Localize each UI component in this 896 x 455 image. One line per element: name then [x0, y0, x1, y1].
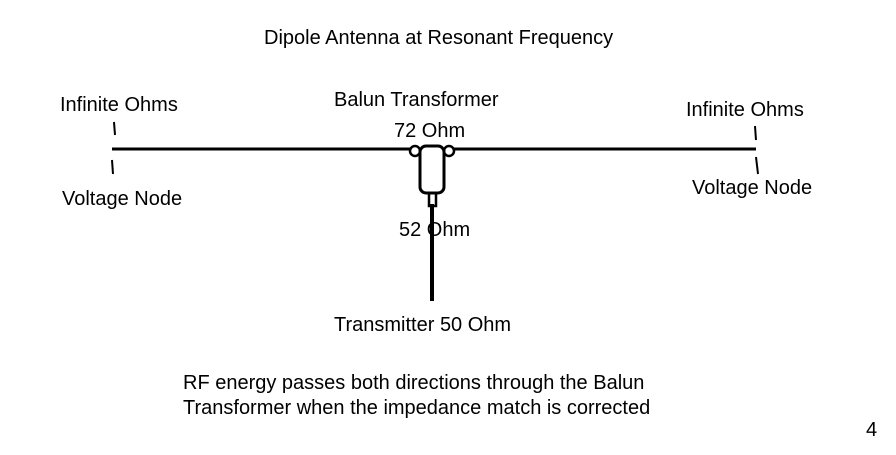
diagram-title: Dipole Antenna at Resonant Frequency — [264, 27, 614, 49]
transmitter-label: Transmitter 50 Ohm — [334, 314, 512, 336]
right-tick-top — [754, 125, 757, 141]
page-number: 4 — [866, 419, 878, 441]
balun-box — [418, 144, 446, 195]
right-tick-bottom — [755, 156, 759, 175]
left-tick-top — [113, 121, 116, 136]
right-impedance-label: Infinite Ohms — [686, 99, 804, 121]
left-node-label: Voltage Node — [62, 188, 183, 210]
left-impedance-label: Infinite Ohms — [60, 94, 178, 116]
antenna-impedance-label: 72 Ohm — [394, 120, 466, 142]
right-node-label: Voltage Node — [692, 177, 813, 199]
caption-line-2: Transformer when the impedance match is … — [183, 397, 651, 419]
caption-line-1: RF energy passes both directions through… — [183, 372, 645, 394]
feed-impedance-label: 52 Ohm — [399, 219, 471, 241]
balun-label: Balun Transformer — [334, 89, 499, 111]
left-tick-bottom — [111, 159, 114, 175]
